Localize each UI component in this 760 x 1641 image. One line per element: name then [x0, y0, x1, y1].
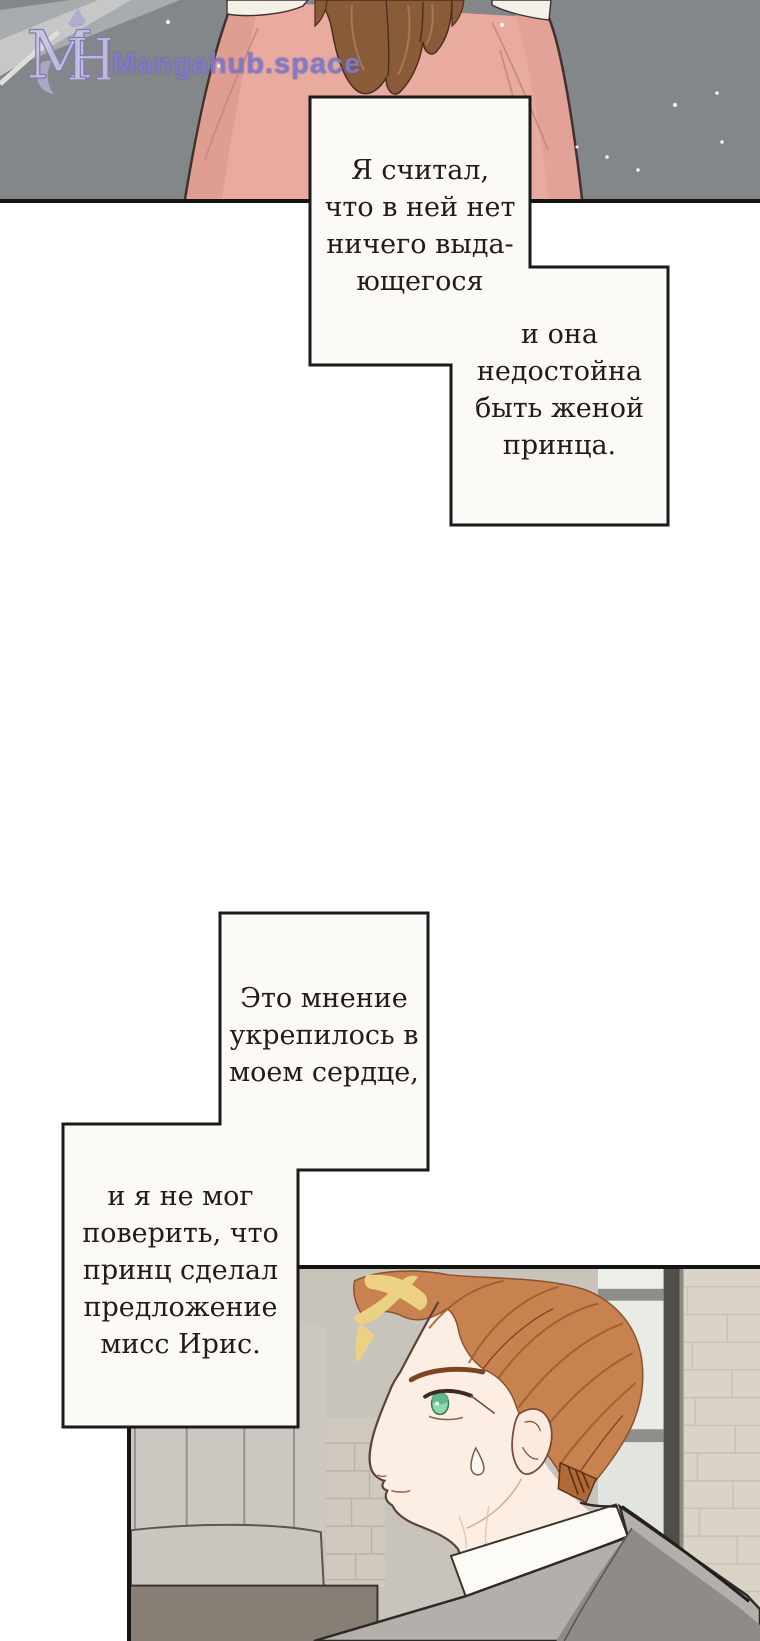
bubble-line: и она	[521, 319, 598, 350]
bubble-line: принца.	[502, 430, 617, 461]
bubble-line: ничего выда-	[326, 229, 514, 260]
bubble-line: мисс Ирис.	[100, 1329, 261, 1360]
speech-bubble-group-b	[61, 911, 430, 1429]
speech-bubble-group-a	[308, 95, 670, 527]
bubble-line: Это мнение	[240, 983, 408, 1014]
bubble-line: укрепилось в	[229, 1020, 419, 1051]
bubble-line: предложение	[83, 1292, 278, 1323]
eye	[423, 1388, 496, 1421]
sparkle-dots	[166, 20, 724, 172]
speech-bubble-1: Я считал, что в ней нет ничего выда- юще…	[310, 152, 530, 300]
speech-bubble-3: Это мнение укрепилось в моем сердце,	[220, 980, 428, 1091]
bubble-line: недостойна	[476, 356, 643, 387]
man-figure	[313, 1270, 760, 1641]
speech-bubble-4: и я не мог поверить, что принц сделал пр…	[63, 1178, 298, 1363]
bubble-line: принц сделал	[82, 1255, 279, 1286]
bubble-line: ющегося	[356, 266, 484, 297]
eyebrow	[408, 1366, 486, 1383]
bubble-line: и я не мог	[107, 1181, 254, 1212]
speech-bubble-2: и она недостойна быть женой принца.	[451, 316, 668, 464]
bubble-line: моем сердце,	[229, 1057, 419, 1088]
sweat-drop	[470, 1446, 485, 1476]
bubble-line: быть женой	[474, 393, 645, 424]
bubble-line: что в ней нет	[324, 192, 516, 223]
jacket	[313, 1503, 760, 1641]
bubble-line: Я считал,	[350, 155, 490, 186]
bubble-line: поверить, что	[82, 1218, 279, 1249]
